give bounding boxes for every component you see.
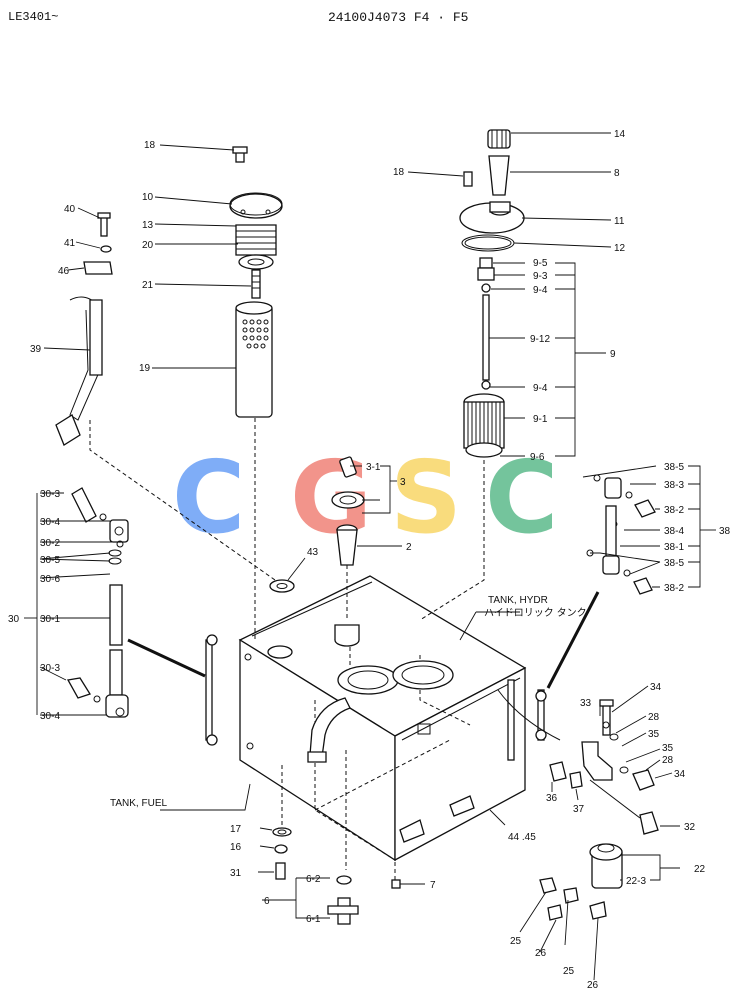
label-17: 17 [230, 824, 242, 835]
watermark: C G S C [172, 439, 558, 556]
label-37: 37 [573, 804, 585, 815]
tank-openings [307, 624, 475, 843]
label-28-bottom: 28 [662, 755, 674, 766]
label-19: 19 [139, 363, 151, 374]
label-9-4-top: 9-4 [533, 285, 548, 296]
watermark-letter-1: C [172, 439, 245, 556]
label-30-2: 30-2 [40, 538, 60, 549]
label-38-2-bottom: 38-2 [664, 583, 684, 594]
label-38-3: 38-3 [664, 480, 684, 491]
label-30: 30 [8, 614, 20, 625]
watermark-letter-4: C [485, 439, 558, 556]
label-25-right: 25 [563, 966, 575, 977]
label-11: 11 [614, 216, 625, 227]
label-7: 7 [430, 880, 436, 891]
label-12: 12 [614, 243, 626, 254]
label-26-left: 26 [535, 948, 547, 959]
label-46: 46 [58, 266, 70, 277]
label-35-top: 35 [648, 729, 660, 740]
label-tank-fuel: TANK, FUEL [110, 798, 167, 809]
label-30-4-bottom: 30-4 [40, 711, 60, 722]
label-31: 31 [230, 868, 242, 879]
suction-strainer-assembly [419, 129, 525, 621]
label-16: 16 [230, 842, 242, 853]
label-30-1: 30-1 [40, 614, 60, 625]
label-3: 3 [400, 477, 406, 488]
label-6-1: 6-1 [306, 914, 321, 925]
label-39: 39 [30, 344, 42, 355]
drain-valve-assembly [272, 750, 401, 925]
label-tank-hydr-en: TANK, HYDR [488, 595, 548, 606]
label-30-4-top: 30-4 [40, 517, 60, 528]
label-38-4: 38-4 [664, 526, 684, 537]
label-9-12: 9-12 [530, 334, 550, 345]
part-labels: 18 10 13 20 21 19 14 8 18 11 12 9-5 9-3 … [8, 129, 731, 991]
label-44-45: 44 .45 [508, 832, 536, 843]
fuel-cap-assembly [331, 456, 365, 620]
label-tank-hydr-jp: ハイドロリック タンク [484, 607, 587, 619]
label-6: 6 [264, 896, 270, 907]
label-38-1: 38-1 [664, 542, 684, 553]
label-34-bottom: 34 [674, 769, 686, 780]
label-9-1: 9-1 [533, 414, 548, 425]
label-30-5: 30-5 [40, 555, 60, 566]
label-25-left: 25 [510, 936, 522, 947]
label-22-3: 22-3 [626, 876, 646, 887]
label-30-3-top: 30-3 [40, 489, 60, 500]
level-gauge-38 [507, 474, 656, 761]
drawing-number: 24100J4073 F4 · F5 [328, 10, 469, 25]
label-20: 20 [142, 240, 154, 251]
label-38: 38 [719, 526, 731, 537]
serial-range: LE3401~ [8, 10, 59, 24]
fuel-sender-assembly [55, 212, 113, 446]
label-9-6: 9-6 [530, 452, 545, 463]
label-18-left: 18 [144, 140, 156, 151]
label-41: 41 [64, 238, 76, 249]
label-32: 32 [684, 822, 696, 833]
label-8: 8 [614, 168, 620, 179]
label-30-6: 30-6 [40, 574, 60, 585]
label-9: 9 [610, 349, 616, 360]
label-9-4-bottom: 9-4 [533, 383, 548, 394]
level-gauge-30 [66, 487, 218, 746]
label-43: 43 [307, 547, 319, 558]
filter-holes [242, 319, 269, 349]
label-38-5-top: 38-5 [664, 462, 684, 473]
label-38-5-bottom: 38-5 [664, 558, 684, 569]
label-34-top: 34 [650, 682, 662, 693]
label-22: 22 [694, 864, 706, 875]
gasket-43 [89, 420, 295, 659]
label-40: 40 [64, 204, 76, 215]
watermark-letter-3: S [390, 439, 462, 556]
label-33: 33 [580, 698, 592, 709]
label-38-2-top: 38-2 [664, 505, 684, 516]
leader-lines [24, 132, 716, 981]
label-6-2: 6-2 [306, 874, 321, 885]
label-21: 21 [142, 280, 154, 291]
label-30-3-bottom: 30-3 [40, 663, 60, 674]
label-9-3: 9-3 [533, 271, 548, 282]
label-9-5: 9-5 [533, 258, 548, 269]
label-2: 2 [406, 542, 412, 553]
label-28-top: 28 [648, 712, 660, 723]
label-26-right: 26 [587, 980, 599, 991]
label-13: 13 [142, 220, 154, 231]
label-36: 36 [546, 793, 558, 804]
return-filter-assembly [229, 146, 283, 640]
tank-body [238, 575, 527, 862]
label-14: 14 [614, 129, 626, 140]
label-10: 10 [142, 192, 154, 203]
water-separator-assembly [497, 689, 659, 921]
label-18-right: 18 [393, 167, 405, 178]
label-3-1: 3-1 [366, 462, 381, 473]
label-35-bottom: 35 [662, 743, 674, 754]
